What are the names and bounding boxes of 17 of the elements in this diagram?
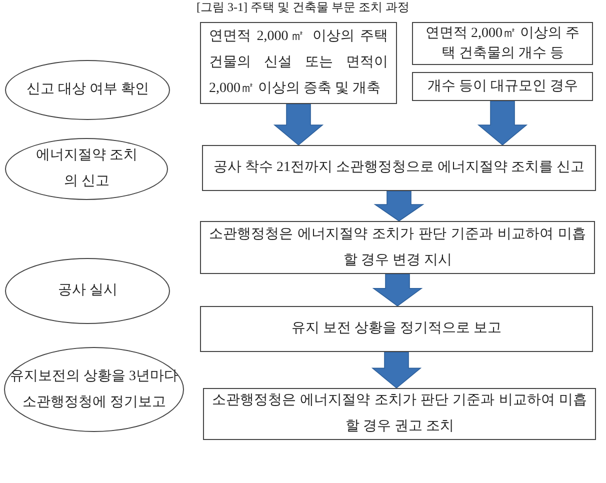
block-arrow bbox=[371, 352, 422, 389]
step-ellipse: 유지보전의 상황을 3년마다 소관행정청에 정기보고 bbox=[4, 347, 184, 432]
process-box: 연면적 2,000㎡ 이상의 주택 건물의 신설 또는 면적이 2,000㎡ 이상의 증축 및 개축 bbox=[200, 22, 397, 104]
process-box: 유지 보전 상황을 정기적으로 보고 bbox=[200, 306, 593, 352]
step-ellipse: 에너지절약 조치의 신고 bbox=[5, 138, 168, 200]
block-arrow bbox=[372, 274, 423, 306]
step-ellipse: 신고 대상 여부 확인 bbox=[5, 60, 170, 120]
block-arrow bbox=[374, 190, 424, 222]
block-arrow bbox=[477, 100, 528, 146]
process-box: 연면적 2,000㎡ 이상의 주택 건축물의 개수 등 bbox=[412, 22, 593, 65]
process-box: 소관행정청은 에너지절약 조치가 판단 기준과 비교하여 미흡할 경우 권고 조치 bbox=[203, 388, 596, 440]
block-arrow bbox=[273, 104, 324, 146]
step-ellipse: 공사 실시 bbox=[5, 258, 170, 324]
figure-title: [그림 3-1] 주택 및 건축물 부문 조치 과정 bbox=[196, 0, 410, 14]
process-box: 개수 등이 대규모인 경우 bbox=[412, 72, 593, 101]
process-box: 공사 착수 21전까지 소관행정청으로 에너지절약 조치를 신고 bbox=[202, 145, 596, 191]
process-box: 소관행정청은 에너지절약 조치가 판단 기준과 비교하여 미흡할 경우 변경 지시 bbox=[200, 221, 595, 274]
